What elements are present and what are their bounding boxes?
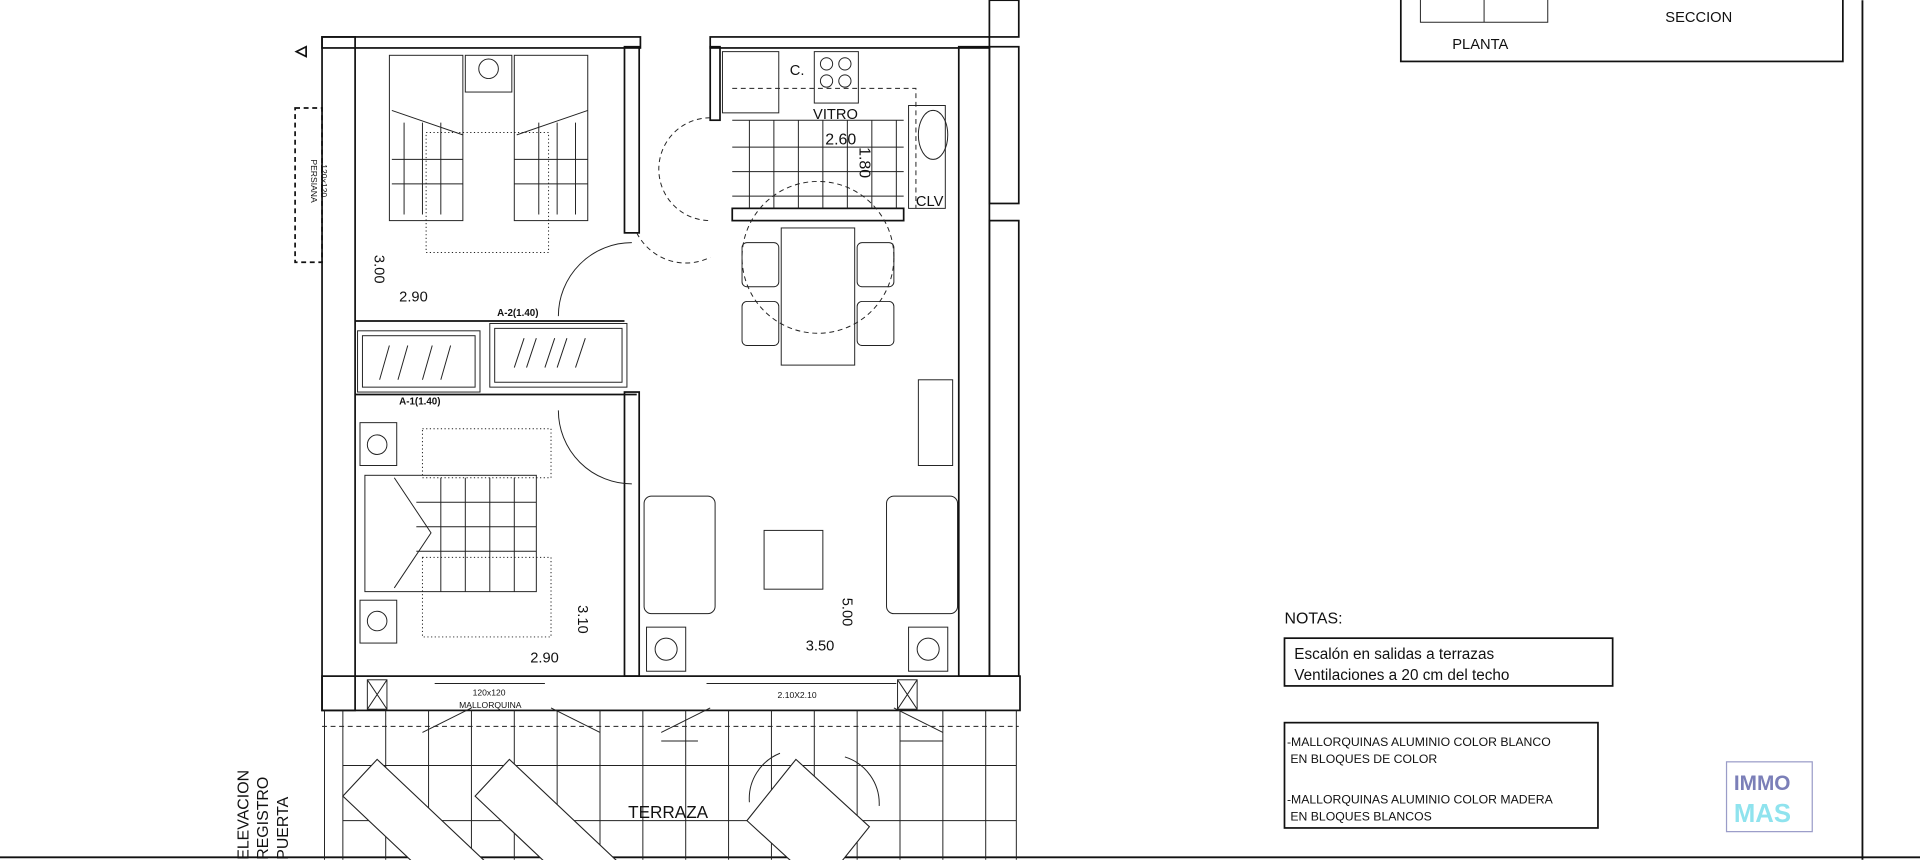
- note-line: -MALLORQUINAS ALUMINIO COLOR MADERA: [1287, 792, 1554, 806]
- clv-label: CLV: [916, 194, 944, 210]
- vitro-label: VITRO: [813, 107, 858, 123]
- kitchen-depth: 1.80: [856, 147, 873, 178]
- notes-box-2: [1283, 721, 1599, 829]
- closet-a1-label: A-1(1.40): [399, 396, 440, 407]
- logo-text-2: MAS: [1734, 800, 1791, 828]
- note-line: -MALLORQUINAS ALUMINIO COLOR BLANCO: [1287, 735, 1551, 749]
- immomas-logo: IMMO MAS: [1725, 761, 1813, 833]
- note-line: Ventilaciones a 20 cm del techo: [1294, 667, 1509, 684]
- kitchen-c-label: C.: [790, 63, 805, 79]
- terrace: [322, 710, 1019, 860]
- notes-title: NOTAS:: [1284, 610, 1342, 627]
- persiana-size: 120x120: [319, 164, 329, 197]
- legend-box: PLANTA SECCION: [1399, 0, 1844, 63]
- note-line: EN BLOQUES BLANCOS: [1287, 810, 1432, 824]
- living-width: 3.50: [806, 638, 835, 654]
- persiana-label: PERSIANA: [309, 159, 319, 203]
- walls: [294, 0, 1021, 712]
- kitchen-width: 2.60: [825, 132, 856, 149]
- planta-label: PLANTA: [1452, 37, 1508, 53]
- bedroom1-width: 2.90: [399, 289, 428, 305]
- terrace-label: TERRAZA: [628, 802, 709, 822]
- living-furniture: [643, 180, 959, 672]
- living-depth: 5.00: [838, 598, 854, 627]
- side-label-2: REGISTRO: [255, 777, 272, 860]
- side-label-1: ELEVACION: [236, 770, 253, 860]
- bed: [359, 422, 552, 644]
- side-label-3: PUERTA: [275, 796, 292, 859]
- seccion-label: SECCION: [1665, 10, 1732, 26]
- bedroom2-depth: 3.10: [574, 605, 590, 634]
- kitchen: [636, 51, 949, 264]
- closets: [357, 322, 628, 393]
- bedroom2-width: 2.90: [530, 651, 559, 667]
- bedroom2-window-type: MALLORQUINA: [459, 700, 522, 710]
- notes-box-1: [1283, 637, 1614, 687]
- living-door-size: 2.10X2.10: [778, 690, 817, 700]
- note-line: Escalón en salidas a terrazas: [1294, 646, 1494, 663]
- double-bed: [388, 54, 589, 253]
- note-line: EN BLOQUES DE COLOR: [1287, 752, 1437, 766]
- closet-a2-label: A-2(1.40): [497, 308, 538, 319]
- bedroom2-window-size: 120x120: [473, 688, 506, 698]
- windows: [366, 679, 944, 742]
- bedroom1-depth: 3.00: [371, 255, 387, 284]
- logo-text-1: IMMO: [1734, 772, 1791, 795]
